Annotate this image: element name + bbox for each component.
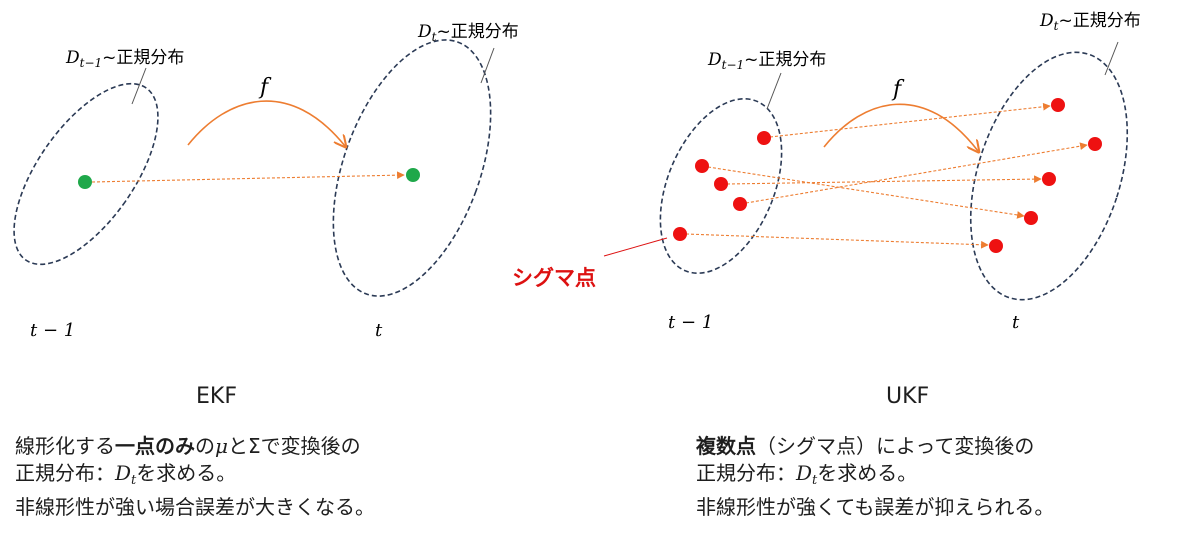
ukf-desc-line-3: 非線形性が強くても誤差が抑えられる。 [696,495,1055,519]
ekf-prev-point [78,175,92,189]
ekf-desc-line-3: 非線形性が強い場合誤差が大きくなる。 [15,495,375,519]
ekf-desc-line-2: 正規分布：Dtを求める。 [15,461,237,488]
ukf-next-sigma-points [989,98,1102,253]
ukf-mapping-arrow [685,233,989,249]
ukf-mapping-arrow [707,166,1025,219]
ukf-mapping-arrow [769,102,1051,138]
ukf-mapping-arrow [726,175,1042,185]
ekf-next-ellipse [332,39,492,297]
ekf-time-next: t [375,320,383,341]
sigma-label-leader-line [603,237,668,257]
ukf-next-sigma-point [1088,137,1102,151]
ukf-title: UKF [886,384,930,409]
ekf-next-point [406,168,420,182]
ukf-next-sigma-point [1042,172,1056,186]
ukf-mapping-arrows [685,102,1088,249]
ukf-prev-sigma-point [695,159,709,173]
ekf-next-dist-label: Dt~正規分布 [417,22,519,44]
ukf-prev-sigma-points [673,131,771,241]
ukf-next-sigma-point [1051,98,1065,112]
ukf-prev-sigma-point [714,177,728,191]
ukf-time-prev: t − 1 [668,312,713,333]
ekf-title: EKF [196,384,237,409]
ukf-prev-dist-label: Dt−1~正規分布 [707,50,826,72]
ukf-next-leader-line [1104,41,1119,76]
ukf-next-dist-label: Dt~正規分布 [1039,11,1141,33]
ekf-desc-line-1: 線形化する一点のみのμとΣで変換後の [15,434,361,458]
ekf-prev-ellipse [13,82,159,266]
ekf-f-label: f [258,75,272,100]
ukf-description: 複数点（シグマ点）によって変換後の 正規分布：Dtを求める。 非線形性が強くても… [696,433,1054,521]
ukf-prev-sigma-point [733,197,747,211]
ukf-prev-ellipse [659,98,783,274]
ukf-prev-sigma-point [757,131,771,145]
ekf-prev-dist-label: Dt−1~正規分布 [65,48,184,70]
ekf-f-curve-arrow [187,100,345,146]
ukf-f-curve-arrow [823,103,978,151]
ukf-prev-sigma-point [673,227,687,241]
sigma-point-label: シグマ点 [512,266,596,290]
ukf-prev-leader-line [766,72,782,110]
ukf-next-sigma-point [1024,211,1038,225]
ekf-next-leader-line [480,47,495,84]
ukf-next-sigma-point [989,239,1003,253]
ukf-time-next: t [1012,312,1020,333]
ekf-prev-leader-line [131,67,147,105]
ukf-mapping-arrow [745,142,1088,204]
ukf-desc-line-1: 複数点（シグマ点）によって変換後の [696,434,1035,458]
ukf-f-label: f [891,77,905,102]
ekf-description: 線形化する一点のみのμとΣで変換後の 正規分布：Dtを求める。 非線形性が強い場… [15,433,375,521]
ekf-mapping-arrow [91,171,405,183]
ukf-desc-line-2: 正規分布：Dtを求める。 [696,461,918,488]
ekf-time-prev: t − 1 [30,320,75,341]
